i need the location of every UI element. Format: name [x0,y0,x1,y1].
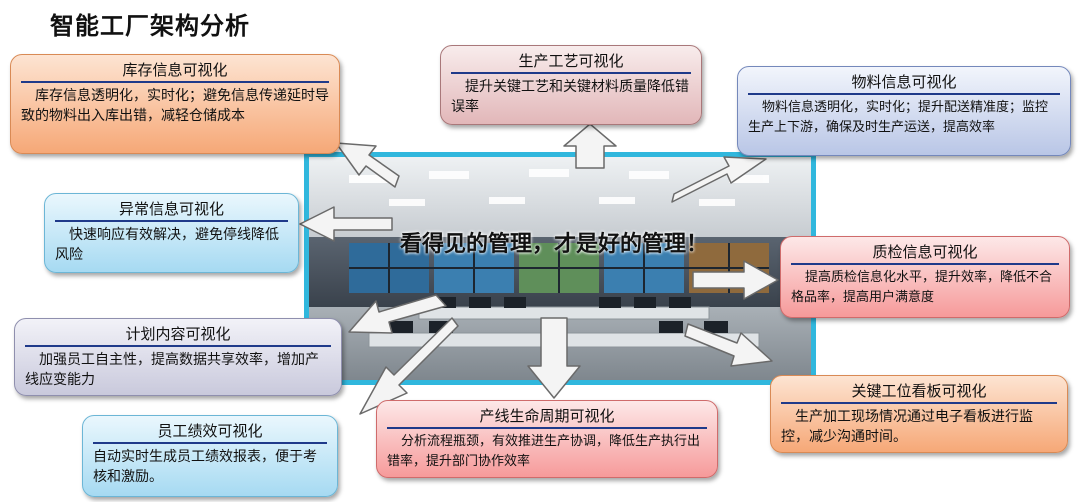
arrow-to-quality [692,260,779,300]
arrow-to-plan [348,294,447,334]
station-body: 生产加工现场情况通过电子看板进行监控，减少沟通时间。 [781,409,1033,445]
exception-visualization-box: 异常信息可视化 快速响应有效解决，避免停线降低风险 [44,193,299,273]
arrow-to-exception [299,206,393,242]
quality-body: 提高质检信息化水平，提升效率，降低不合格品率，提高用户满意度 [791,270,1053,305]
inventory-title: 库存信息可视化 [21,59,329,83]
exception-title: 异常信息可视化 [55,198,288,222]
material-visualization-box: 物料信息可视化 物料信息透明化，实时化；提升配送精准度；监控生产上下游，确保及时… [737,66,1071,156]
exception-body: 快速响应有效解决，避免停线降低风险 [55,227,279,263]
arrow-to-inventory [335,142,400,188]
arrow-to-lifecycle [527,317,581,399]
plan-visualization-box: 计划内容可视化 加强员工自主性，提高数据共享效率，增加产线应变能力 [14,318,342,396]
lifecycle-body: 分析流程瓶颈，有效推进生产协调，降低生产执行出错率，提升部门协作效率 [387,434,701,469]
arrow-to-material [671,156,767,203]
process-body: 提升关键工艺和关键材料质量降低错误率 [451,79,689,115]
station-title: 关键工位看板可视化 [781,380,1057,404]
plan-title: 计划内容可视化 [25,323,331,347]
material-title: 物料信息可视化 [748,71,1060,95]
performance-visualization-box: 员工绩效可视化 自动实时生成员工绩效报表，便于考核和激励。 [82,415,338,497]
performance-title: 员工绩效可视化 [93,420,327,444]
quality-title: 质检信息可视化 [791,241,1059,265]
quality-visualization-box: 质检信息可视化 提高质检信息化水平，提升效率，降低不合格品率，提高用户满意度 [780,236,1070,318]
slogan-text: 看得见的管理，才是好的管理！ [400,232,709,257]
page-title: 智能工厂架构分析 [50,12,250,40]
material-body: 物料信息透明化，实时化；提升配送精准度；监控生产上下游，确保及时生产运送，提高效… [748,100,1049,135]
performance-body: 自动实时生成员工绩效报表，便于考核和激励。 [93,449,317,485]
lifecycle-title: 产线生命周期可视化 [387,405,707,429]
plan-body: 加强员工自主性，提高数据共享效率，增加产线应变能力 [25,352,319,388]
arrow-to-station [684,323,773,367]
lifecycle-visualization-box: 产线生命周期可视化 分析流程瓶颈，有效推进生产协调，降低生产执行出错率，提升部门… [376,400,718,478]
process-visualization-box: 生产工艺可视化 提升关键工艺和关键材料质量降低错误率 [440,45,702,125]
station-visualization-box: 关键工位看板可视化 生产加工现场情况通过电子看板进行监控，减少沟通时间。 [770,375,1068,453]
inventory-body: 库存信息透明化，实时化；避免信息传递延时导致的物料出入库出错，减轻仓储成本 [21,88,329,124]
process-title: 生产工艺可视化 [451,50,691,74]
inventory-visualization-box: 库存信息可视化 库存信息透明化，实时化；避免信息传递延时导致的物料出入库出错，减… [10,54,340,154]
arrow-up-process [563,123,617,169]
